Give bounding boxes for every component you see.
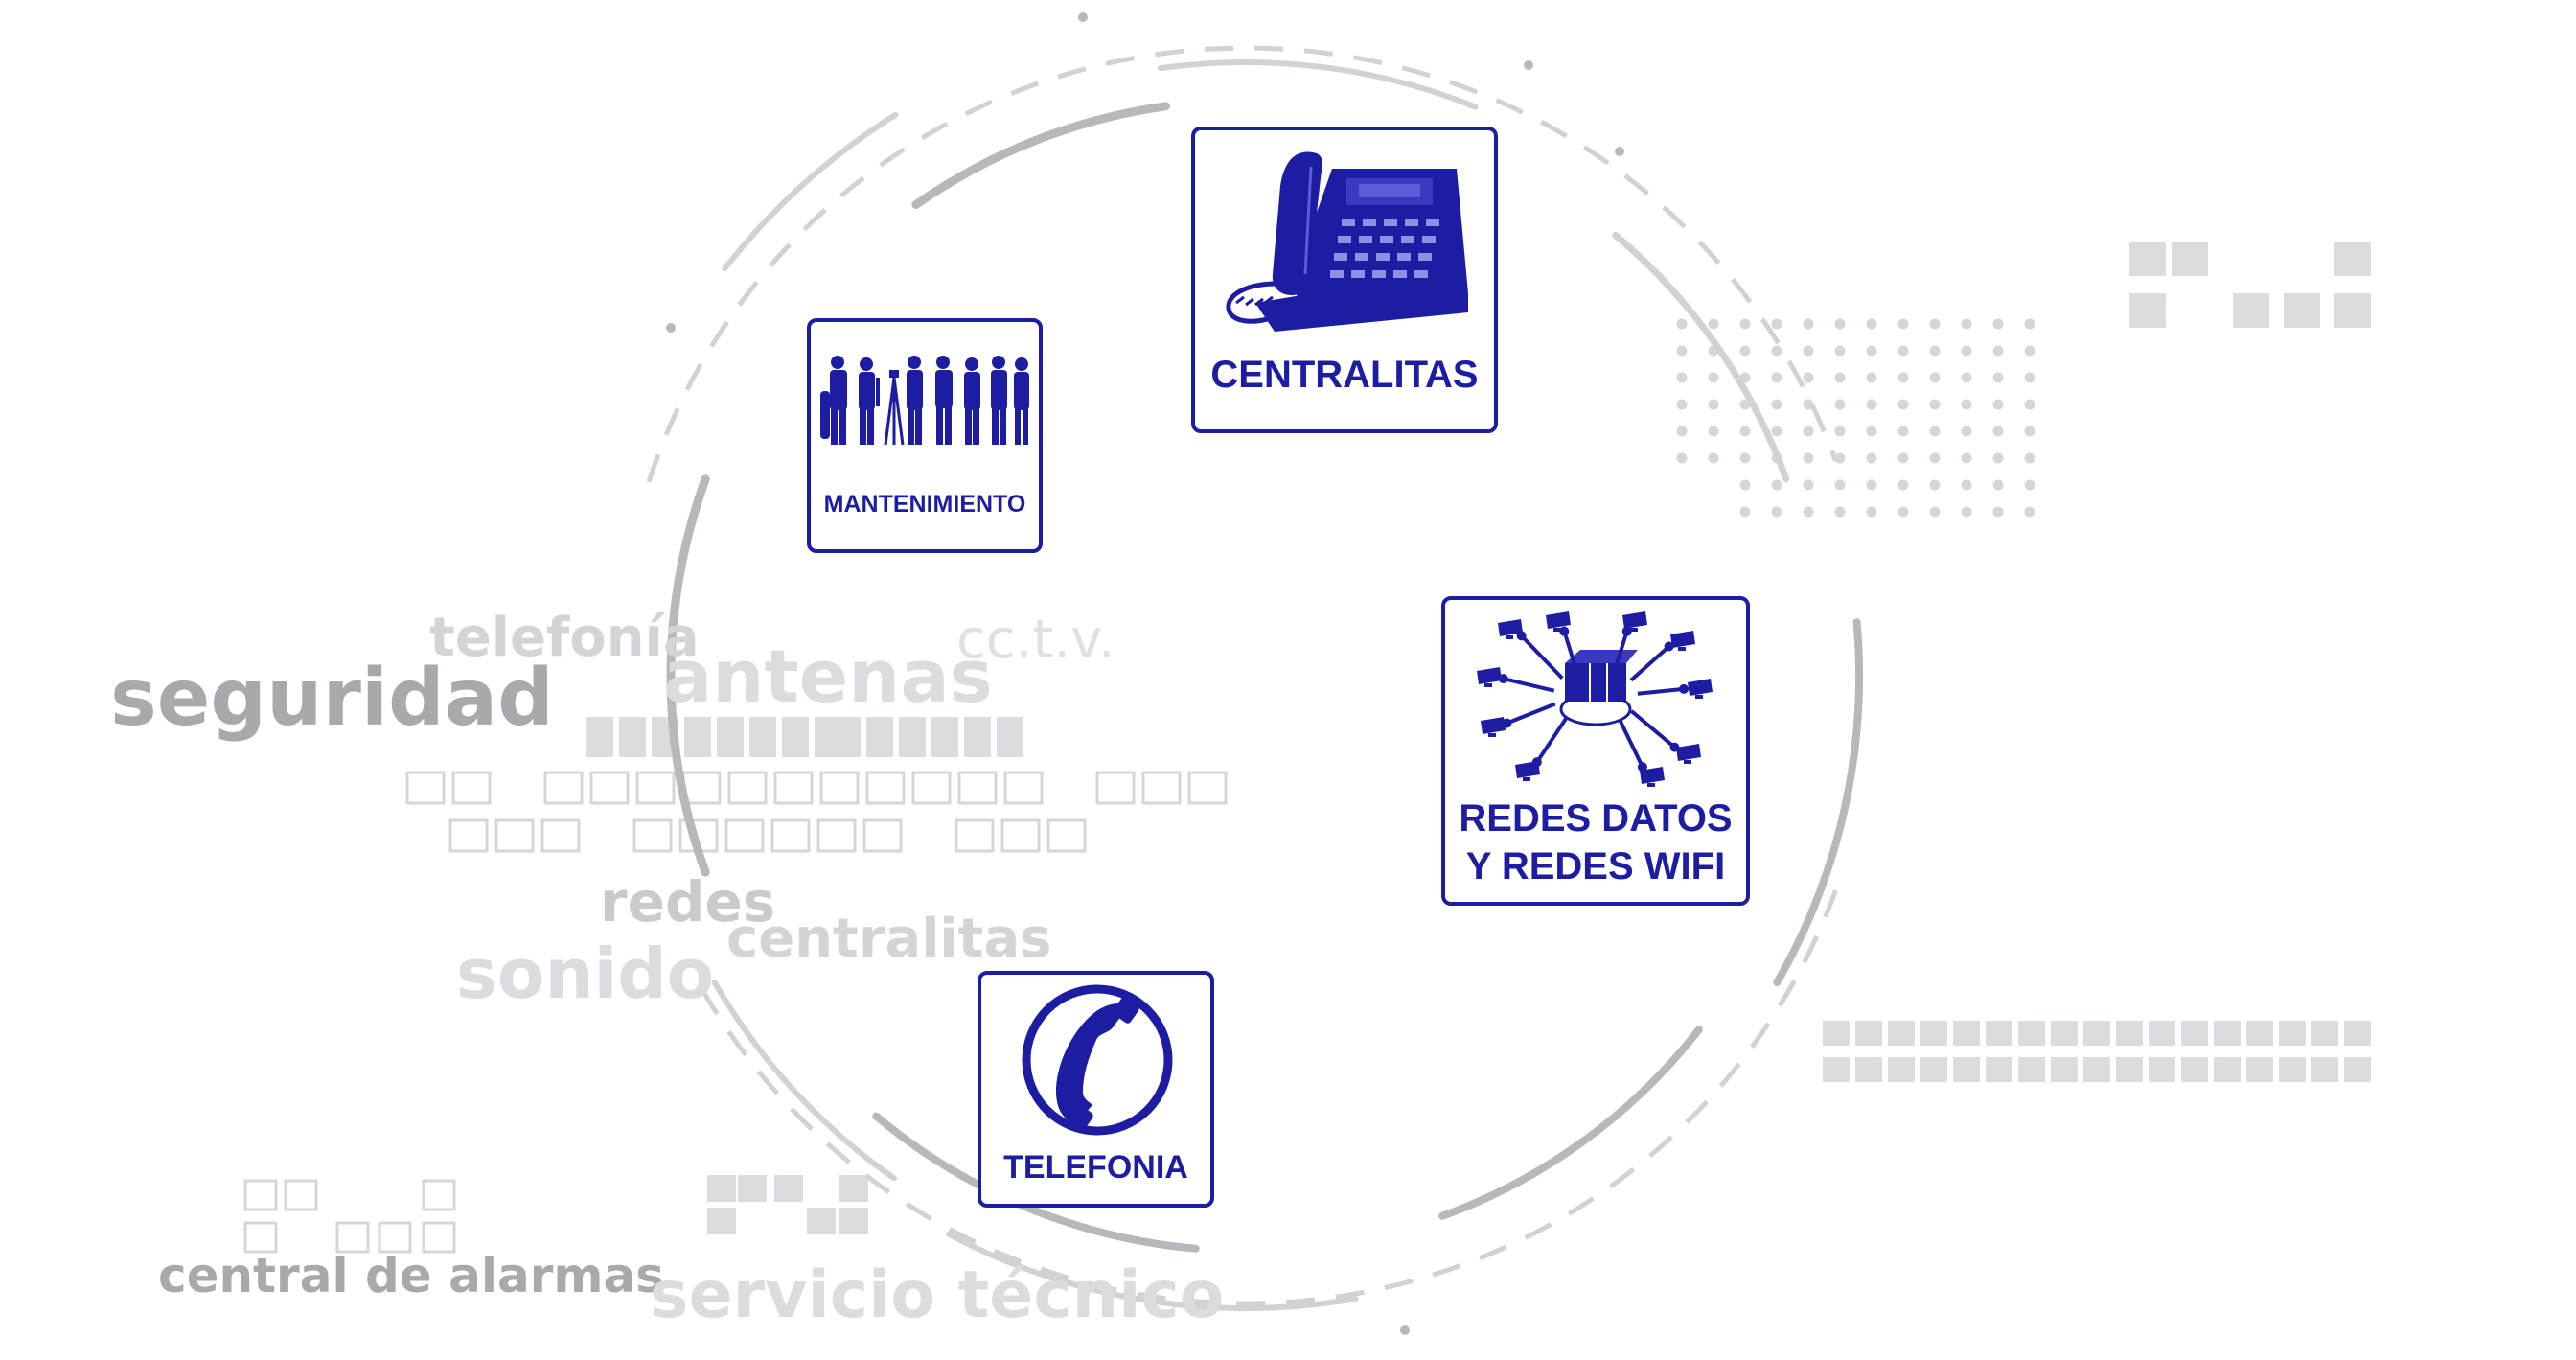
- bg-word-cctv: cc.t.v.: [956, 609, 1116, 671]
- pixel-blocks: [586, 242, 2371, 1234]
- telefonia-label: TELEFONIA: [1003, 1149, 1188, 1186]
- redes-label-line1: REDES DATOS: [1459, 797, 1733, 840]
- desk-phone-icon: [1226, 151, 1468, 332]
- bg-word-servicio-tecnico: servicio técnico: [650, 1257, 1225, 1333]
- phone-handset-icon: [1022, 984, 1173, 1136]
- bg-word-sonido: sonido: [456, 934, 715, 1014]
- dot-grid: [1676, 318, 2036, 518]
- bg-word-centralitas: centralitas: [726, 908, 1052, 970]
- mantenimiento-card[interactable]: MANTENIMIENTO: [807, 318, 1043, 553]
- outline-squares: [243, 771, 1228, 1254]
- bg-word-antenas: antenas: [663, 634, 993, 719]
- bg-word-central-alarmas: central de alarmas: [158, 1248, 664, 1303]
- telefonia-card[interactable]: TELEFONIA: [978, 971, 1214, 1208]
- mantenimiento-label: MANTENIMIENTO: [823, 491, 1026, 518]
- bg-word-telefonia: telefonía: [429, 607, 700, 669]
- bg-word-redes: redes: [600, 869, 776, 934]
- redes-label-line2: Y REDES WIFI: [1465, 845, 1726, 887]
- centralitas-label: CENTRALITAS: [1210, 354, 1479, 396]
- concentric-rings: [646, 12, 1864, 1335]
- centralitas-card[interactable]: CENTRALITAS: [1191, 127, 1498, 433]
- network-hub-icon: [1477, 611, 1713, 787]
- bg-word-seguridad: seguridad: [110, 653, 554, 744]
- workers-silhouette-icon: [820, 356, 1029, 446]
- redes-datos-wifi-card[interactable]: REDES DATOS Y REDES WIFI: [1441, 596, 1750, 906]
